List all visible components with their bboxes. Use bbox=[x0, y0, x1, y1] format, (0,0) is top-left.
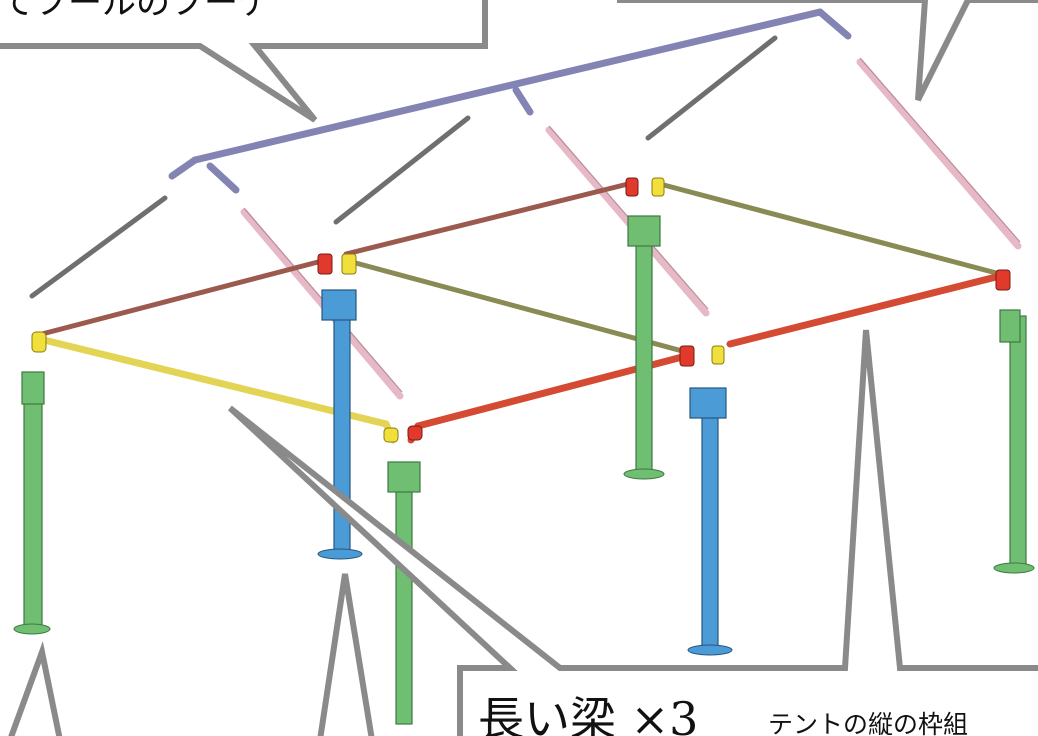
callout-pointers-bottom bbox=[8, 573, 375, 736]
callout-top-left: てフールのフーテ bbox=[0, 0, 488, 123]
callout-top-left-box bbox=[0, 0, 488, 123]
joints bbox=[31, 177, 1011, 443]
callout-bottom-right-box bbox=[227, 329, 1038, 736]
beam-brown bbox=[39, 181, 631, 337]
callout-bottom-right: 長い梁 ×3 テントの縦の枠組 bbox=[227, 329, 1038, 736]
beam-olive bbox=[349, 181, 1003, 355]
pointer-leg-blue bbox=[317, 573, 375, 736]
callout-top-right bbox=[617, 0, 1038, 102]
ridge-beam bbox=[168, 8, 852, 194]
callout-bottom-right-title: 長い梁 ×3 bbox=[478, 692, 698, 736]
rafters-gray bbox=[29, 35, 778, 299]
callout-top-left-text: てフールのフーテ bbox=[0, 0, 272, 23]
leg-green bbox=[13, 215, 1035, 725]
callout-top-right-box bbox=[617, 0, 1038, 102]
callout-bottom-right-subtitle: テントの縦の枠組 bbox=[768, 710, 968, 736]
pointer-leg-left bbox=[8, 640, 63, 736]
leg-blue bbox=[317, 289, 733, 656]
